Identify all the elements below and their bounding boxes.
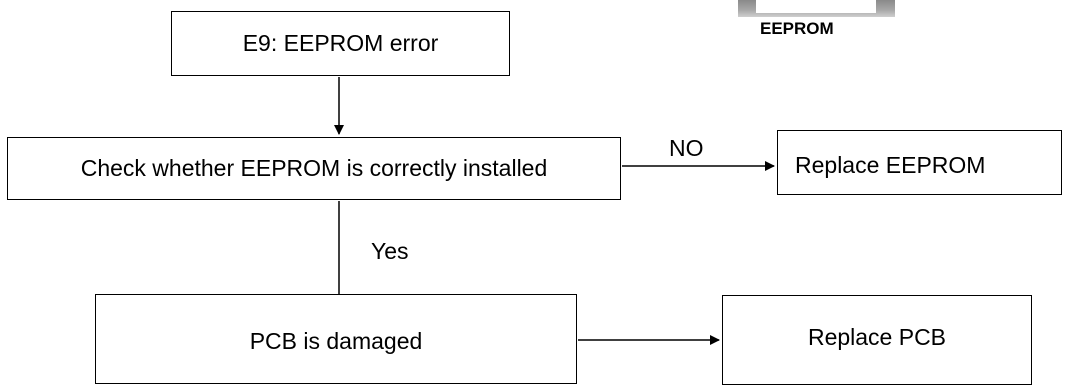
no-branch-label: NO — [669, 135, 704, 161]
check-box-text: Check whether EEPROM is correctly instal… — [80, 155, 548, 181]
flowchart-connectors — [334, 77, 775, 345]
pcb-damaged-box-text: PCB is damaged — [249, 328, 423, 354]
replace-eeprom-box: Replace EEPROM — [777, 130, 1062, 195]
start-box: E9: EEPROM error — [171, 11, 510, 76]
eeprom-photo-highlight — [756, 0, 876, 13]
start-box-text: E9: EEPROM error — [242, 30, 439, 56]
eeprom-photo — [738, 0, 895, 17]
check-box: Check whether EEPROM is correctly instal… — [7, 137, 621, 200]
pcb-damaged-box: PCB is damaged — [95, 294, 577, 384]
replace-pcb-box-text: Replace PCB — [807, 324, 947, 350]
eeprom-photo-caption: EEPROM — [760, 19, 834, 38]
yes-branch-label: Yes — [371, 238, 409, 264]
replace-eeprom-box-text: Replace EEPROM — [795, 152, 986, 178]
replace-pcb-box: Replace PCB — [722, 295, 1032, 385]
